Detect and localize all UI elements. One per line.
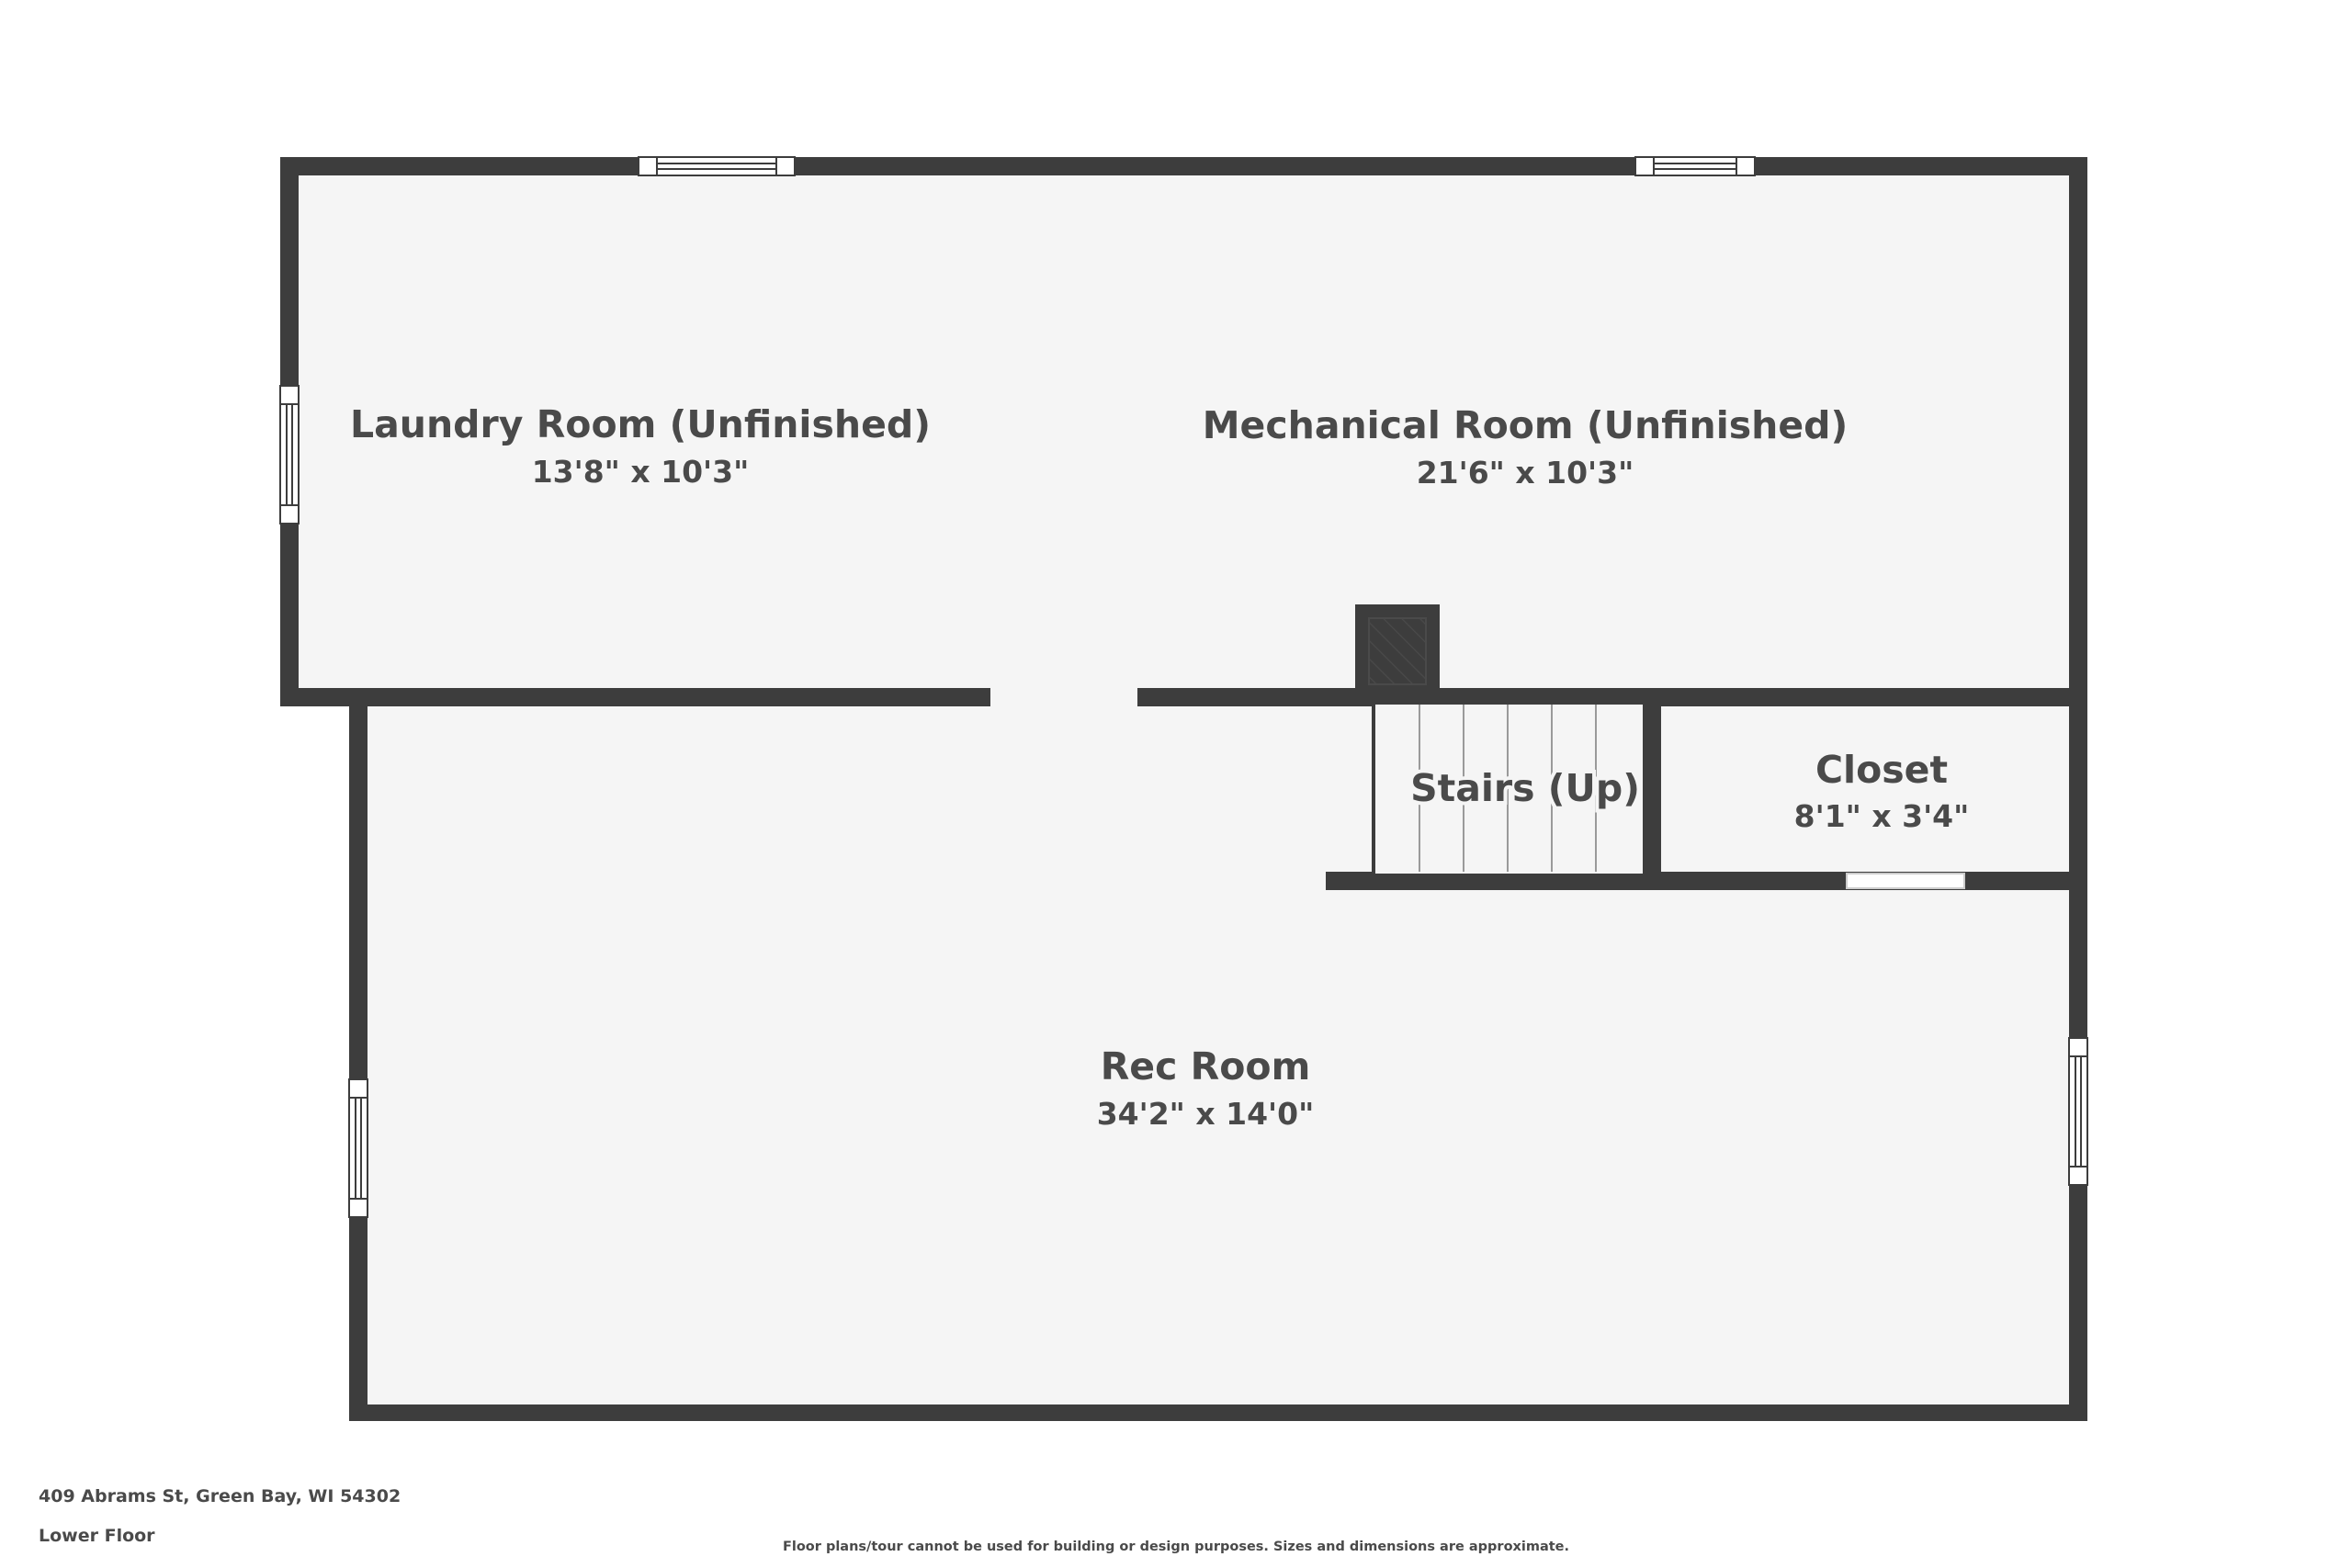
closet-dims: 8'1" x 3'4" [1794, 798, 1970, 834]
closet-name: Closet [1815, 748, 1948, 792]
mechanical-room-dims: 21'6" x 10'3" [1417, 455, 1634, 491]
laundry-mechanical-floor [290, 175, 2079, 692]
mechanical-room-name: Mechanical Room (Unfinished) [1203, 403, 1849, 447]
chimney-flue [1369, 618, 1426, 684]
window-left-upper [279, 385, 300, 525]
laundry-room-name: Laundry Room (Unfinished) [350, 402, 931, 446]
laundry-room-dims: 13'8" x 10'3" [532, 454, 750, 490]
window-top-right [1634, 156, 1756, 176]
stairs [1372, 705, 1643, 874]
floor-label: Lower Floor [39, 1526, 155, 1546]
wall-middle-left [280, 688, 990, 706]
property-address: 409 Abrams St, Green Bay, WI 54302 [39, 1486, 401, 1506]
stairs-left-stringer [1372, 705, 1375, 874]
wall-left-lower [349, 696, 368, 1421]
room-labels: Laundry Room (Unfinished) 13'8" x 10'3" … [350, 402, 1969, 1132]
wall-middle-right [1137, 688, 2087, 706]
stairs-label: Stairs (Up) [1410, 766, 1640, 810]
closet-door-opening [1846, 873, 1965, 889]
rec-room-dims: 34'2" x 14'0" [1097, 1096, 1315, 1132]
floor-areas [290, 175, 2079, 1411]
rec-room-name: Rec Room [1101, 1044, 1311, 1089]
wall-right [2069, 157, 2087, 1421]
chimney-flue-border [1368, 617, 1427, 685]
window-left-lower [348, 1078, 368, 1218]
wall-top [280, 157, 2086, 175]
wall-stairs-closet [1643, 697, 1661, 888]
windows [279, 156, 2088, 1218]
closet-floor [1659, 703, 2079, 877]
window-top-left [638, 156, 796, 176]
window-right-lower [2068, 1037, 2088, 1186]
wall-bottom [349, 1404, 2087, 1421]
disclaimer-text: Floor plans/tour cannot be used for buil… [782, 1540, 1570, 1554]
wall-stairs-bottom [1326, 872, 2087, 890]
